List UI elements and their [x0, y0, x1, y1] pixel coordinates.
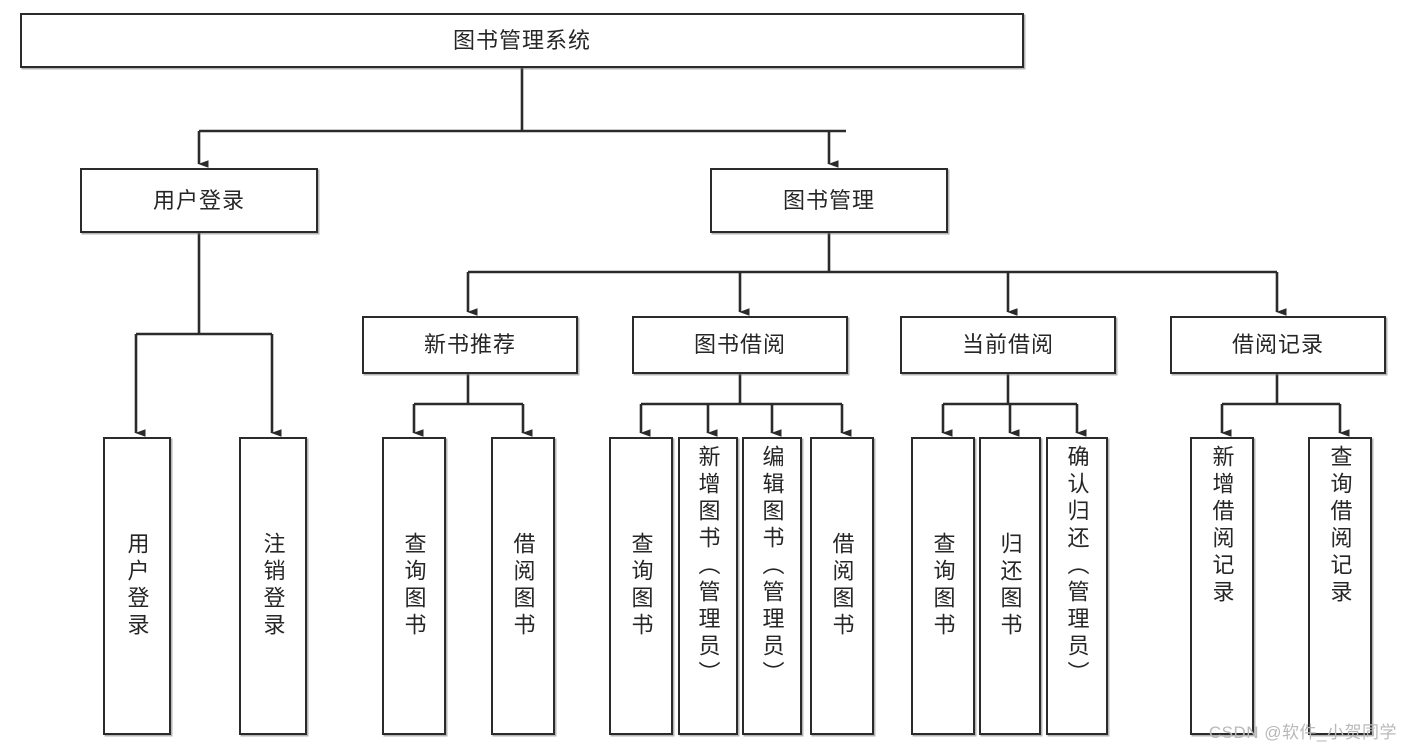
node-label: 用户登录	[124, 532, 150, 640]
node-label: 查询图书	[401, 532, 427, 640]
node-root-system[interactable]: 图书管理系统	[20, 13, 1024, 68]
node-book-borrow[interactable]: 图书借阅	[632, 316, 848, 374]
node-new-book-recommend[interactable]: 新书推荐	[362, 316, 578, 374]
leaf-user-login-login[interactable]: 用户登录	[103, 437, 171, 735]
node-label: 借阅记录	[1231, 332, 1324, 358]
leaf-borrow-edit-book-admin[interactable]: 编辑图书（管理员）	[742, 437, 802, 735]
leaf-current-return-book[interactable]: 归还图书	[979, 437, 1041, 735]
node-label: 归还图书	[997, 532, 1023, 640]
node-label: 查询图书	[930, 532, 956, 640]
node-borrow-record[interactable]: 借阅记录	[1170, 316, 1386, 374]
node-label: 新增图书（管理员）	[695, 445, 721, 688]
leaf-borrow-borrow-book[interactable]: 借阅图书	[810, 437, 874, 735]
node-label: 用户登录	[152, 187, 245, 213]
node-label: 查询图书	[628, 532, 654, 640]
node-label: 编辑图书（管理员）	[759, 445, 785, 688]
node-label: 借阅图书	[829, 532, 855, 640]
leaf-user-login-logout[interactable]: 注销登录	[239, 437, 307, 735]
node-label: 查询借阅记录	[1327, 445, 1353, 607]
leaf-recommend-query-book[interactable]: 查询图书	[382, 437, 446, 735]
node-label: 新书推荐	[423, 332, 516, 358]
leaf-record-query-record[interactable]: 查询借阅记录	[1308, 437, 1372, 735]
node-label: 确认归还（管理员）	[1064, 445, 1090, 688]
node-label: 图书借阅	[693, 332, 786, 358]
node-label: 当前借阅	[961, 332, 1054, 358]
leaf-recommend-borrow-book[interactable]: 借阅图书	[491, 437, 555, 735]
node-label: 借阅图书	[510, 532, 536, 640]
csdn-watermark: CSDN @软件_小贺同学	[1208, 723, 1397, 742]
leaf-record-add-record[interactable]: 新增借阅记录	[1190, 437, 1254, 735]
leaf-borrow-add-book-admin[interactable]: 新增图书（管理员）	[678, 437, 738, 735]
leaf-current-query-book[interactable]: 查询图书	[911, 437, 975, 735]
node-current-borrow[interactable]: 当前借阅	[900, 316, 1116, 374]
node-user-login[interactable]: 用户登录	[80, 168, 318, 233]
leaf-current-confirm-return-admin[interactable]: 确认归还（管理员）	[1046, 437, 1108, 735]
node-label: 图书管理系统	[452, 27, 591, 53]
node-label: 图书管理	[782, 187, 875, 213]
node-book-management[interactable]: 图书管理	[710, 168, 948, 233]
node-label: 新增借阅记录	[1209, 445, 1235, 607]
leaf-borrow-query-book[interactable]: 查询图书	[609, 437, 673, 735]
node-label: 注销登录	[260, 532, 286, 640]
